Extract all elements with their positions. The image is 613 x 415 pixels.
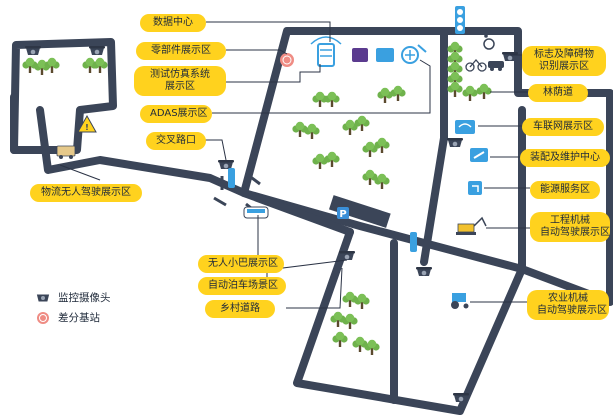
- road-inner-east: [420, 29, 448, 266]
- tractor-icon: [451, 293, 469, 309]
- base-station-icon: [280, 53, 294, 67]
- wrench-icon: [470, 148, 488, 162]
- label-engineering: 工程机械 自动驾驶展示区: [530, 212, 610, 242]
- label-parts: 零部件展示区: [136, 42, 226, 60]
- label-v2x: 车联网展示区: [522, 118, 604, 136]
- label-signs-line2: 识别展示区: [539, 61, 589, 72]
- label-parking: 自动泊车场景区: [198, 277, 286, 295]
- chip-icon: [352, 48, 394, 62]
- legend-camera-label: 监控摄像头: [58, 292, 111, 304]
- road-network: [10, 27, 613, 415]
- label-minibus: 无人小巴展示区: [198, 255, 284, 273]
- wifi-icon: [455, 120, 475, 134]
- label-signs-line1: 标志及障碍物: [534, 49, 594, 60]
- traffic-light-icon: [228, 6, 465, 252]
- label-simulation-line1: 测试仿真系统: [150, 69, 210, 80]
- base-station-icon: [37, 311, 49, 324]
- parking-sign-icon: P: [339, 209, 346, 220]
- label-data-center: 数据中心: [140, 14, 206, 32]
- label-engineering-line2: 自动驾驶展示区: [540, 227, 610, 238]
- label-simulation-line2: 展示区: [165, 81, 195, 92]
- legend-base-station-label: 差分基站: [58, 312, 100, 324]
- label-agriculture-line2: 自动驾驶展示区: [537, 305, 607, 316]
- wheelchair-icon: [483, 34, 495, 50]
- label-simulation: 测试仿真系统 展示区: [134, 66, 226, 96]
- bicycle-icon: [465, 59, 487, 72]
- label-agriculture-line1: 农业机械: [548, 293, 588, 304]
- label-signs: 标志及障碍物 识别展示区: [522, 46, 606, 76]
- truck-icon: [56, 145, 76, 159]
- parking-area: P: [328, 195, 391, 228]
- label-assembly: 装配及维护中心: [520, 149, 610, 167]
- energy-icon: [468, 181, 482, 195]
- sensor-icon: [401, 44, 427, 64]
- camera-icon: [36, 294, 50, 301]
- label-agriculture: 农业机械 自动驾驶展示区: [527, 290, 609, 320]
- legend-camera: 监控摄像头: [36, 290, 111, 305]
- legend-base-station: 差分基站: [36, 310, 100, 325]
- server-icon: [310, 36, 342, 67]
- label-logistics: 物流无人驾驶展示区: [30, 184, 142, 202]
- label-rural: 乡村道路: [205, 300, 275, 318]
- warning-sign-icon: !: [77, 114, 97, 133]
- minibus-icon: [243, 206, 269, 219]
- leader-lines: [59, 21, 530, 309]
- road-minibus-link: [240, 189, 354, 236]
- label-adas: ADAS展示区: [140, 105, 212, 123]
- label-crossroad: 交叉路口: [146, 132, 206, 150]
- label-boulevard: 林荫道: [528, 84, 588, 102]
- label-energy: 能源服务区: [530, 181, 600, 199]
- car-icon: [488, 61, 504, 71]
- label-engineering-line1: 工程机械: [550, 215, 590, 226]
- excavator-icon: [456, 216, 487, 235]
- svg-text:!: !: [85, 123, 89, 132]
